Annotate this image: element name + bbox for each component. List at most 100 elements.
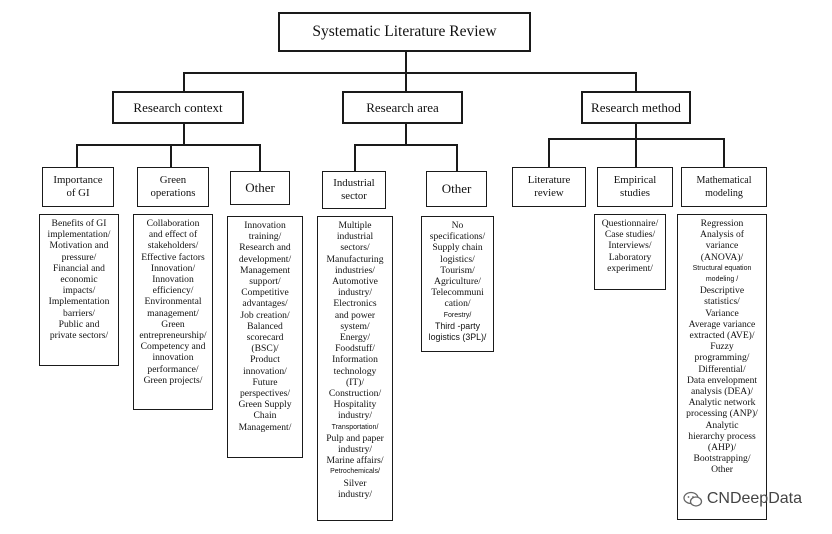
leaf-item: Research and [239, 242, 291, 254]
node-label-line: sector [341, 190, 367, 202]
leaf-item: Telecommuni [431, 287, 484, 299]
connector [183, 72, 185, 92]
leaf-item: Innovation [244, 220, 286, 231]
watermark-text: CNDeepData [706, 490, 802, 507]
leaf-item: impacts/ [62, 285, 96, 297]
leaf-item: entrepreneurship/ [139, 330, 207, 342]
leaf-item: Collaboration [146, 218, 200, 229]
leaf-item: Analytic [705, 419, 739, 431]
leaf-item: Third -party [435, 320, 480, 331]
leaf-item: Case studies/ [604, 229, 656, 241]
leaf-item: system/ [340, 320, 370, 332]
node-label: Other [245, 180, 275, 195]
node-context-other: Other [230, 171, 290, 205]
connector [456, 144, 458, 172]
node-label-line: Literature [527, 174, 571, 186]
leaf-item: training/ [248, 231, 282, 243]
connector [723, 138, 725, 168]
leaf-item: programming/ [694, 352, 750, 364]
leaf-item: processing (ANP)/ [686, 408, 758, 420]
leaf-item: Chain [253, 410, 277, 422]
node-label-line: Industrial [333, 177, 375, 189]
leaf-item: Product [250, 354, 280, 366]
connector [170, 144, 172, 168]
leaf-item: Laboratory [608, 251, 652, 263]
leaf-item: Information [332, 354, 378, 366]
connector [635, 72, 637, 92]
leaf-item: industry/ [337, 444, 373, 456]
node-label-line: operations [150, 187, 196, 199]
leaf-item: Average variance [688, 318, 756, 330]
leaf-item: Differential/ [698, 363, 746, 375]
leaf-item: efficiency/ [152, 285, 194, 297]
connector [76, 144, 260, 146]
leaf-item: Automotive [332, 276, 378, 288]
connector [183, 72, 636, 74]
leaf-item: sectors/ [340, 242, 370, 254]
leaf-item: Descriptive [699, 285, 745, 297]
leaf-item: private sectors/ [49, 330, 109, 342]
connector [259, 144, 261, 172]
leaf-item: barriers/ [63, 307, 95, 319]
leaf-item: Green projects/ [143, 374, 203, 386]
leaf-item: (ANOVA)/ [700, 251, 744, 263]
leaf-item: Analytic network [688, 397, 756, 409]
leaf-item: scorecard [246, 332, 284, 344]
branch-label: Research context [133, 99, 223, 115]
leaf-item: industries/ [335, 264, 375, 276]
leaf-item: Competitive [241, 287, 289, 299]
wechat-icon [683, 491, 702, 507]
leaf-item: Public and [58, 318, 100, 330]
leaf-item: Tourism/ [440, 264, 475, 276]
node-literature-review: Literature review [512, 167, 586, 207]
leaf-item: industry/ [337, 410, 373, 422]
leaf-item: variance [705, 240, 739, 252]
leaf-item: management/ [147, 307, 199, 319]
node-green-operations: Green operations [137, 167, 209, 207]
leaf-item: Manufacturing [326, 253, 384, 265]
leaf-item: (BSC)/ [251, 343, 279, 355]
leaf-item: implementation/ [47, 229, 111, 241]
leaf-item: Job creation/ [240, 309, 290, 321]
node-label: Other [441, 181, 472, 196]
branch-research-area: Research area [342, 91, 463, 124]
leaf-item: Forestry/ [443, 311, 472, 319]
connector [354, 144, 457, 146]
leaf-item: Analysis of [700, 229, 744, 241]
connector [635, 123, 637, 139]
leaf-item: Supply chain [432, 242, 483, 254]
leaf-item: Energy/ [339, 332, 371, 344]
node-label-line: review [534, 187, 564, 199]
leaf-item: specifications/ [429, 231, 486, 243]
node-label-line: Empirical [613, 174, 657, 186]
leaf-item: stakeholders/ [147, 240, 199, 252]
leaf-item: industrial [336, 231, 374, 243]
leaf-item: performance/ [147, 363, 199, 375]
leaf-item: innovation [152, 352, 194, 364]
node-industrial-sector: Industrial sector [322, 171, 386, 209]
leaf-item: Green [161, 318, 185, 330]
leaf-item: modeling / [705, 276, 739, 284]
leaf-item: Data envelopment [686, 374, 758, 386]
leaf-item: hierarchy process [688, 430, 756, 442]
leaf-item: advantages/ [242, 298, 288, 310]
connector [548, 138, 550, 168]
leaf-item: Effective factors [141, 251, 205, 263]
leaf-item: Financial and [53, 262, 105, 274]
node-area-other: Other [426, 171, 487, 207]
watermark: CNDeepData [683, 490, 802, 508]
leaf-item: Bootstrapping/ [693, 453, 751, 465]
leaf-item: Interviews/ [608, 240, 652, 252]
leaf-item: development/ [238, 253, 292, 265]
leaf-item: Foodstuff/ [335, 343, 375, 355]
leaf-item: Fuzzy [710, 341, 734, 353]
leaf-item: Questionnaire/ [601, 218, 659, 229]
leaf-item: Benefits of GI [51, 218, 107, 229]
leaf-item: Transportation/ [331, 423, 379, 431]
node-label-line: studies [620, 187, 650, 199]
